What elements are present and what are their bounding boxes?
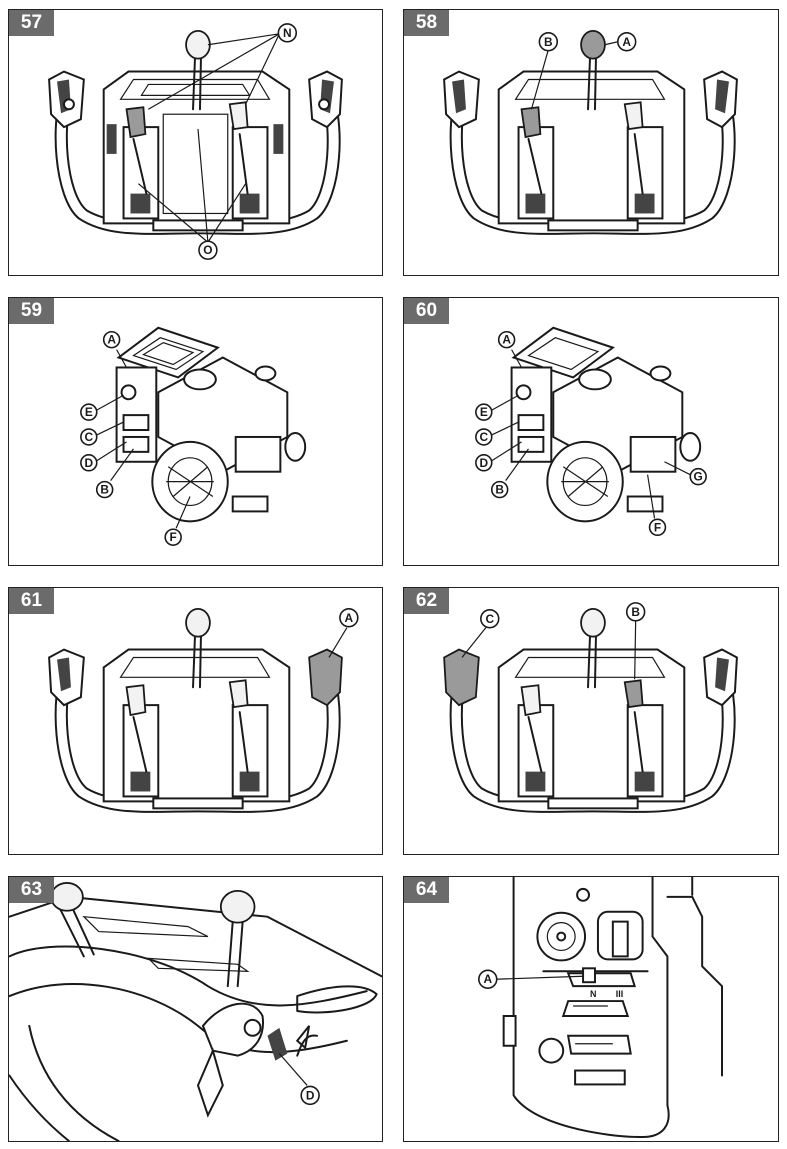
left-trigger-lever xyxy=(125,106,148,195)
figure-62: C B 62 xyxy=(403,587,779,855)
figure-number: 62 xyxy=(404,588,449,614)
figure-number: 60 xyxy=(404,298,449,324)
figure-57: N O 57 xyxy=(8,9,383,276)
engine xyxy=(115,326,307,523)
callout-c: C xyxy=(475,421,519,446)
console-closeup xyxy=(9,882,382,1141)
engine-illustration: A E C D B G F xyxy=(475,326,707,537)
figure-number: 59 xyxy=(9,298,54,324)
callout-a: A xyxy=(102,330,128,368)
right-knob-highlight xyxy=(623,679,644,709)
callout-d: D xyxy=(80,441,127,472)
callout-b: B xyxy=(625,602,646,680)
control-panel-illustration: A xyxy=(48,607,359,813)
figure-number: 58 xyxy=(404,10,449,36)
callout-label: A xyxy=(502,333,511,347)
callout-f: F xyxy=(646,474,667,537)
engine-side-panel xyxy=(502,877,723,1139)
callout-b: B xyxy=(530,32,559,110)
callout-n: N xyxy=(148,23,298,110)
engine-control-closeup-illustration: N III A xyxy=(478,877,723,1139)
right-handle-highlight xyxy=(308,648,343,707)
figure-58: B A 58 xyxy=(403,9,779,276)
control-panel-illustration: B A xyxy=(443,29,738,235)
console-body xyxy=(102,70,291,232)
callout-label: B xyxy=(544,35,553,49)
speed-knob-highlight xyxy=(580,29,606,60)
figure-59: A E C D B F 59 xyxy=(8,297,383,566)
left-handle-lever xyxy=(48,70,85,129)
callout-d: D xyxy=(475,441,522,472)
control-panel-illustration: N O xyxy=(48,23,343,260)
callout-label: A xyxy=(345,611,354,625)
trigger-lever-closeup xyxy=(196,1002,319,1118)
figure-60: A E C D B G F 60 xyxy=(403,297,779,566)
callout-label: G xyxy=(694,470,703,484)
callout-a: A xyxy=(497,330,523,368)
callout-label: D xyxy=(306,1088,315,1102)
callout-b: B xyxy=(490,448,529,499)
callout-label: O xyxy=(203,243,212,257)
left-knob-highlight xyxy=(520,106,542,139)
callout-label: D xyxy=(84,456,93,470)
callout-a: A xyxy=(478,969,584,989)
callout-f: F xyxy=(164,496,191,546)
callout-d: D xyxy=(278,1053,320,1106)
callout-label: E xyxy=(85,405,93,419)
callout-label: D xyxy=(479,456,488,470)
callout-g: G xyxy=(664,461,707,486)
callout-label: A xyxy=(483,972,492,986)
callout-a: A xyxy=(604,32,637,52)
callout-label: B xyxy=(631,605,640,619)
figure-number: 57 xyxy=(9,10,54,36)
figure-64: N III A 64 xyxy=(403,876,779,1142)
control-panel-illustration: C B xyxy=(443,602,738,813)
right-handle-lever xyxy=(308,70,343,129)
callout-label: F xyxy=(654,520,661,534)
callout-label: A xyxy=(107,333,116,347)
callout-c: C xyxy=(461,609,500,658)
callout-label: C xyxy=(485,612,494,626)
right-trigger-lever xyxy=(228,101,249,195)
callout-label: N xyxy=(283,26,292,40)
callout-label: F xyxy=(170,530,177,544)
figure-number: 61 xyxy=(9,588,54,614)
figure-61: A 61 xyxy=(8,587,383,855)
callout-o: O xyxy=(138,129,247,260)
left-handle-highlight xyxy=(443,648,480,707)
callout-e: E xyxy=(475,394,519,421)
callout-b: B xyxy=(95,448,134,499)
choke-position-n: N xyxy=(590,989,596,999)
callout-label: B xyxy=(100,483,109,497)
callout-label: A xyxy=(622,35,631,49)
figure-63: D 63 xyxy=(8,876,383,1142)
callout-label: E xyxy=(480,405,488,419)
figure-number: 63 xyxy=(9,877,54,903)
callout-label: C xyxy=(84,430,93,444)
handle-closeup-illustration: D xyxy=(9,882,382,1141)
choke-position-iii: III xyxy=(616,989,623,999)
callout-c: C xyxy=(80,421,124,446)
figure-number: 64 xyxy=(404,877,449,903)
callout-label: C xyxy=(479,430,488,444)
engine-illustration: A E C D B F xyxy=(80,326,307,546)
callout-label: B xyxy=(495,483,504,497)
callout-e: E xyxy=(80,394,124,421)
callout-a: A xyxy=(328,608,359,658)
